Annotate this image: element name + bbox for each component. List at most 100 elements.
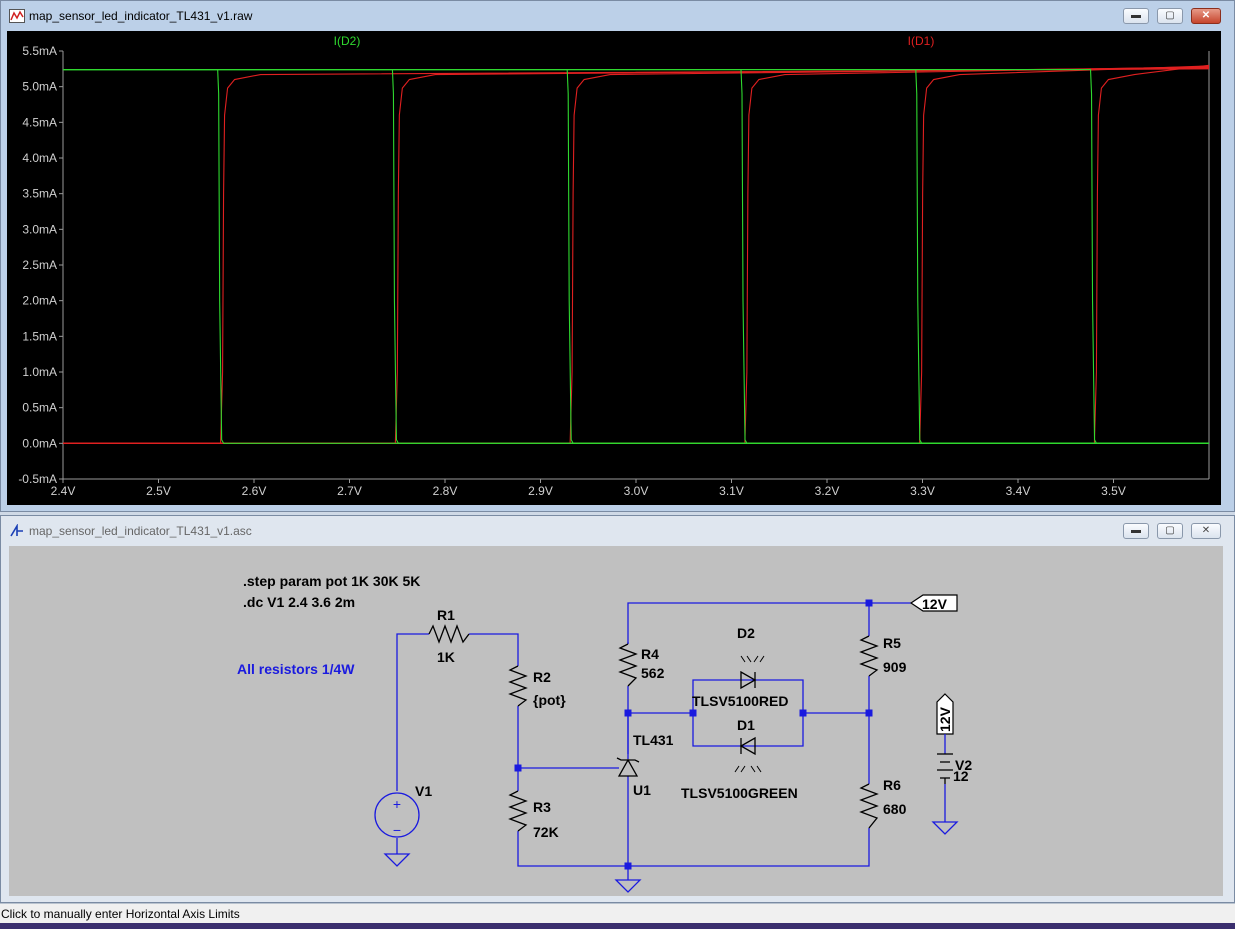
x-tick-label: 2.7V bbox=[337, 484, 362, 498]
junction-dots bbox=[514, 599, 873, 870]
maximize-button[interactable]: ▢ bbox=[1157, 523, 1183, 539]
shunt-regulator-u1[interactable]: TL431 U1 bbox=[616, 732, 674, 798]
i-d1-trace bbox=[63, 68, 1210, 444]
i-d1-trace bbox=[63, 65, 1210, 444]
i-d2-trace bbox=[63, 68, 1209, 444]
voltage-source-v1[interactable]: + − V1 bbox=[374, 783, 432, 838]
waveform-window-title: map_sensor_led_indicator_TL431_v1.raw bbox=[29, 9, 253, 23]
u1-ref: U1 bbox=[633, 782, 651, 798]
u1-value: TL431 bbox=[633, 732, 674, 748]
x-tick-label: 3.1V bbox=[719, 484, 744, 498]
led-d2[interactable]: D2 TLSV5100RED bbox=[692, 625, 788, 709]
waveform-plot[interactable]: 5.5mA 5.0mA 4.5mA 4.0mA 3.5mA 3.0mA 2.5mA 2.0mA… bbox=[7, 31, 1221, 505]
y-tick-label: 4.0mA bbox=[22, 151, 57, 165]
r3-ref: R3 bbox=[533, 799, 551, 815]
resistor-r4[interactable]: R4 562 bbox=[618, 643, 665, 687]
d2-ref: D2 bbox=[737, 625, 755, 641]
resistor-r2[interactable]: R2 {pot} bbox=[508, 665, 566, 708]
taskbar-strip bbox=[0, 923, 1235, 929]
y-tick-label: 4.5mA bbox=[22, 115, 57, 129]
net-label-12v-supply[interactable]: 12V bbox=[909, 594, 958, 612]
i-d2-trace bbox=[63, 68, 1209, 444]
x-tick-label: 2.8V bbox=[433, 484, 458, 498]
r6-value: 680 bbox=[883, 801, 907, 817]
maximize-button[interactable]: ▢ bbox=[1157, 8, 1183, 24]
v1-ref: V1 bbox=[415, 783, 432, 799]
x-tick-label: 2.9V bbox=[528, 484, 553, 498]
close-button[interactable]: ✕ bbox=[1191, 523, 1221, 539]
d2-value: TLSV5100RED bbox=[692, 693, 788, 709]
v2-value: 12 bbox=[953, 768, 969, 784]
r6-ref: R6 bbox=[883, 777, 901, 793]
y-tick-label: 0.5mA bbox=[22, 401, 57, 415]
waveform-window[interactable]: map_sensor_led_indicator_TL431_v1.raw ▬ … bbox=[0, 0, 1235, 512]
x-tick-label: 3.3V bbox=[910, 484, 935, 498]
plot-pane[interactable]: 5.5mA 5.0mA 4.5mA 4.0mA 3.5mA 3.0mA 2.5mA 2.0mA… bbox=[7, 31, 1221, 505]
resistor-r5[interactable]: R5 909 bbox=[859, 635, 907, 677]
i-d1-trace bbox=[63, 66, 1210, 444]
resistor-r6[interactable]: R6 680 bbox=[859, 777, 907, 829]
svg-text:−: − bbox=[393, 822, 401, 838]
i-d2-trace bbox=[63, 68, 1209, 444]
y-tick-label: 2.5mA bbox=[22, 258, 57, 272]
y-tick-label: 5.5mA bbox=[22, 44, 57, 58]
r5-ref: R5 bbox=[883, 635, 901, 651]
i-d2-trace bbox=[63, 68, 1209, 444]
y-tick-label: -0.5mA bbox=[18, 472, 57, 486]
dc-directive[interactable]: .dc V1 2.4 3.6 2m bbox=[243, 594, 355, 610]
schematic-drawing[interactable]: .step param pot 1K 30K 5K .dc V1 2.4 3.6… bbox=[9, 546, 1223, 896]
resistor-r1[interactable]: R1 1K bbox=[428, 607, 470, 665]
y-tick-label: 2.0mA bbox=[22, 294, 57, 308]
schematic-icon bbox=[10, 524, 23, 537]
d1-ref: D1 bbox=[737, 717, 755, 733]
step-directive[interactable]: .step param pot 1K 30K 5K bbox=[243, 573, 420, 589]
minimize-button[interactable]: ▬ bbox=[1123, 8, 1149, 24]
d1-value: TLSV5100GREEN bbox=[681, 785, 798, 801]
schematic-canvas[interactable]: .step param pot 1K 30K 5K .dc V1 2.4 3.6… bbox=[9, 546, 1223, 896]
status-bar: Click to manually enter Horizontal Axis … bbox=[0, 903, 1235, 923]
y-tick-label: 0.0mA bbox=[22, 436, 57, 450]
schematic-titlebar[interactable]: map_sensor_led_indicator_TL431_v1.asc ▬ … bbox=[1, 516, 1234, 546]
y-tick-label: 3.0mA bbox=[22, 222, 57, 236]
x-tick-label: 3.5V bbox=[1101, 484, 1126, 498]
x-tick-label: 2.6V bbox=[242, 484, 267, 498]
r4-value: 562 bbox=[641, 665, 665, 681]
i-d2-trace bbox=[63, 68, 1209, 444]
r4-ref: R4 bbox=[641, 646, 659, 662]
x-tick-label: 3.2V bbox=[815, 484, 840, 498]
x-tick-label: 3.0V bbox=[624, 484, 649, 498]
resistor-r3[interactable]: R3 72K bbox=[508, 790, 559, 840]
resistor-comment[interactable]: All resistors 1/4W bbox=[237, 661, 355, 677]
y-tick-label: 1.0mA bbox=[22, 365, 57, 379]
traces bbox=[63, 64, 1210, 444]
led-d1[interactable]: D1 TLSV5100GREEN bbox=[681, 717, 798, 801]
close-button[interactable]: ✕ bbox=[1191, 8, 1221, 24]
x-tick-label: 3.4V bbox=[1006, 484, 1031, 498]
ground-symbol-main bbox=[614, 879, 642, 893]
waveform-icon bbox=[9, 9, 25, 23]
y-tick-label: 3.5mA bbox=[22, 187, 57, 201]
r2-value: {pot} bbox=[533, 692, 566, 708]
voltage-source-v2[interactable]: V2 12 bbox=[937, 753, 972, 784]
minimize-button[interactable]: ▬ bbox=[1123, 523, 1149, 539]
schematic-window-title: map_sensor_led_indicator_TL431_v1.asc bbox=[29, 524, 252, 538]
x-tick-label: 2.5V bbox=[146, 484, 171, 498]
i-d1-trace bbox=[63, 66, 1210, 444]
r1-ref: R1 bbox=[437, 607, 455, 623]
net-label-12v-v2[interactable]: 12V bbox=[936, 693, 954, 738]
i-d2-trace bbox=[63, 68, 1209, 444]
svg-text:12V: 12V bbox=[922, 596, 948, 612]
y-axis[interactable]: 5.5mA 5.0mA 4.5mA 4.0mA 3.5mA 3.0mA 2.5mA 2.0mA… bbox=[18, 44, 64, 486]
wires[interactable] bbox=[396, 602, 946, 880]
y-tick-label: 1.5mA bbox=[22, 329, 57, 343]
legend-i-d2[interactable]: I(D2) bbox=[334, 34, 361, 48]
legend-i-d1[interactable]: I(D1) bbox=[908, 34, 935, 48]
r3-value: 72K bbox=[533, 824, 559, 840]
r2-ref: R2 bbox=[533, 669, 551, 685]
r5-value: 909 bbox=[883, 659, 907, 675]
schematic-window[interactable]: map_sensor_led_indicator_TL431_v1.asc ▬ … bbox=[0, 515, 1235, 903]
waveform-titlebar[interactable]: map_sensor_led_indicator_TL431_v1.raw ▬ … bbox=[1, 1, 1234, 31]
y-tick-label: 5.0mA bbox=[22, 80, 57, 94]
svg-text:12V: 12V bbox=[937, 706, 953, 732]
